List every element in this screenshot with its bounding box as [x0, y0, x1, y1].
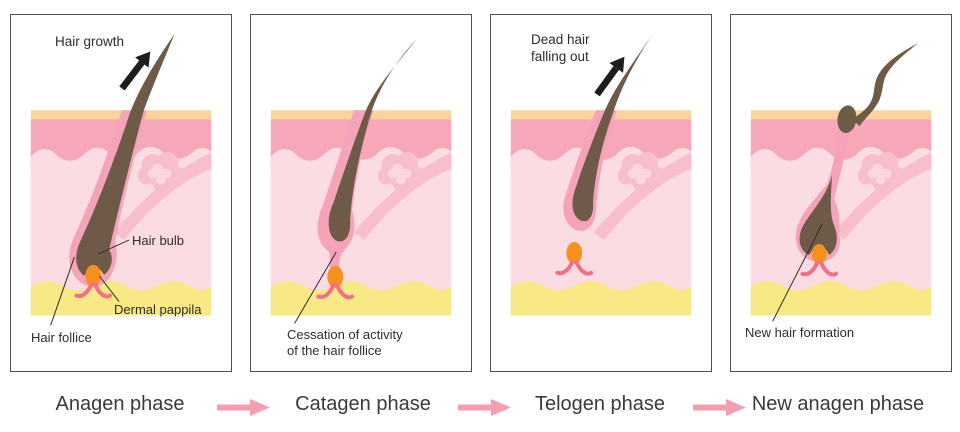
- phase-arrow-icon: [217, 399, 270, 416]
- label-cessation: Cessation of activity of the hair follic…: [287, 327, 403, 359]
- phase-arrow-icon: [693, 399, 746, 416]
- dermal-papilla: [85, 264, 102, 287]
- dermal-papilla: [811, 244, 827, 264]
- panel-catagen: Cessation of activity of the hair follic…: [250, 14, 472, 372]
- dead-hair-club: [837, 105, 857, 133]
- phase-label-new-anagen: New anagen phase: [751, 393, 925, 415]
- label-hair-follicle: Hair follice: [31, 330, 92, 345]
- blood-vessels: [555, 259, 594, 276]
- anagen-illustration: [30, 33, 212, 326]
- falling-arrow-icon: [594, 56, 625, 97]
- annotation-dead-hair: Dead hair falling out: [531, 32, 590, 64]
- blood-vessels: [316, 283, 355, 300]
- phase-timeline: Anagen phase Catagen phase Telogen phase…: [0, 388, 960, 428]
- growth-arrow-icon: [119, 51, 151, 91]
- panel-new-anagen: New hair formation: [730, 14, 952, 372]
- phase-label-catagen: Catagen phase: [295, 393, 431, 415]
- new-anagen-illustration: [750, 42, 932, 322]
- annotation-hair-growth: Hair growth: [55, 34, 125, 49]
- dermal-papilla: [566, 242, 583, 264]
- label-dermal-papilla: Dermal pappila: [114, 302, 202, 317]
- dermal-papilla: [327, 265, 344, 288]
- label-new-hair-formation: New hair formation: [745, 325, 855, 340]
- blood-vessels: [74, 282, 113, 299]
- blood-vessels: [800, 260, 839, 277]
- hair-telogen: [572, 33, 653, 222]
- panel-telogen: Dead hair falling out: [490, 14, 712, 372]
- hair-anagen: [76, 33, 175, 276]
- phase-label-anagen: Anagen phase: [55, 393, 185, 415]
- phase-label-telogen: Telogen phase: [534, 393, 666, 415]
- catagen-illustration: [270, 38, 452, 324]
- hair-catagen: [328, 38, 417, 242]
- label-hair-bulb: Hair bulb: [132, 233, 185, 248]
- panel-anagen: Hair growth Hair bulb Dermal pappila Hai…: [10, 14, 232, 372]
- phase-arrow-icon: [458, 399, 511, 416]
- new-hair: [799, 174, 837, 255]
- telogen-illustration: [510, 33, 692, 316]
- dead-hair-shaft: [852, 42, 919, 127]
